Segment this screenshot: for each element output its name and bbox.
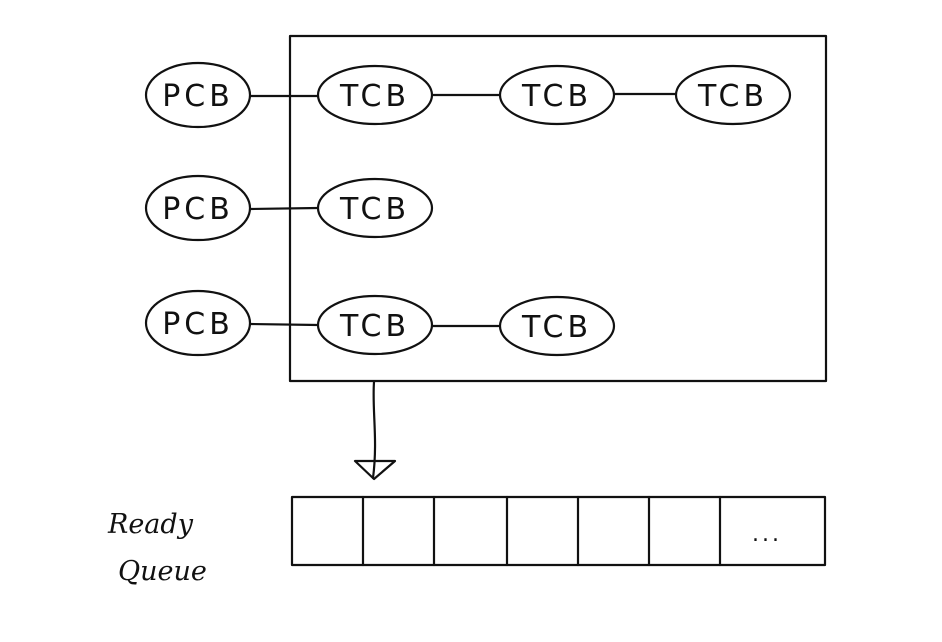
tcb-node: TCB — [498, 295, 616, 357]
tcb-label: TCB — [339, 192, 410, 227]
link-pcb2-tcb1 — [248, 206, 320, 211]
process-row-2: PCB TCB — [144, 174, 434, 242]
tcb-node: TCB — [498, 64, 616, 126]
dispatch-arrow-line — [371, 380, 377, 480]
pcb-label: PCB — [162, 192, 234, 227]
process-row-3: PCB TCB TCB — [144, 289, 616, 357]
process-row-1: PCB TCB TCB TCB — [144, 61, 792, 129]
tcb-node: TCB — [316, 177, 434, 239]
ready-queue: ... — [290, 495, 827, 567]
pcb-label: PCB — [162, 307, 234, 342]
pcb-node: PCB — [144, 174, 252, 242]
tcb-label: TCB — [339, 79, 410, 114]
ready-queue-ellipsis: ... — [752, 522, 782, 547]
pcb-node: PCB — [144, 61, 252, 129]
ready-queue-label-line1: Ready — [107, 509, 194, 540]
ready-queue-dividers — [361, 495, 722, 567]
link-pcb3-tcb1 — [248, 322, 320, 327]
tcb-label: TCB — [339, 309, 410, 344]
tcb-label: TCB — [521, 79, 592, 114]
tcb-node: TCB — [316, 64, 434, 126]
dispatch-arrow-head — [353, 459, 397, 481]
ready-queue-frame — [290, 495, 827, 567]
tcb-label: TCB — [521, 310, 592, 345]
tcb-node: TCB — [316, 294, 434, 356]
ready-queue-label-line2: Queue — [118, 556, 207, 587]
tcb-label: TCB — [697, 79, 768, 114]
tcb-node: TCB — [674, 64, 792, 126]
pcb-node: PCB — [144, 289, 252, 357]
pcb-label: PCB — [162, 79, 234, 114]
